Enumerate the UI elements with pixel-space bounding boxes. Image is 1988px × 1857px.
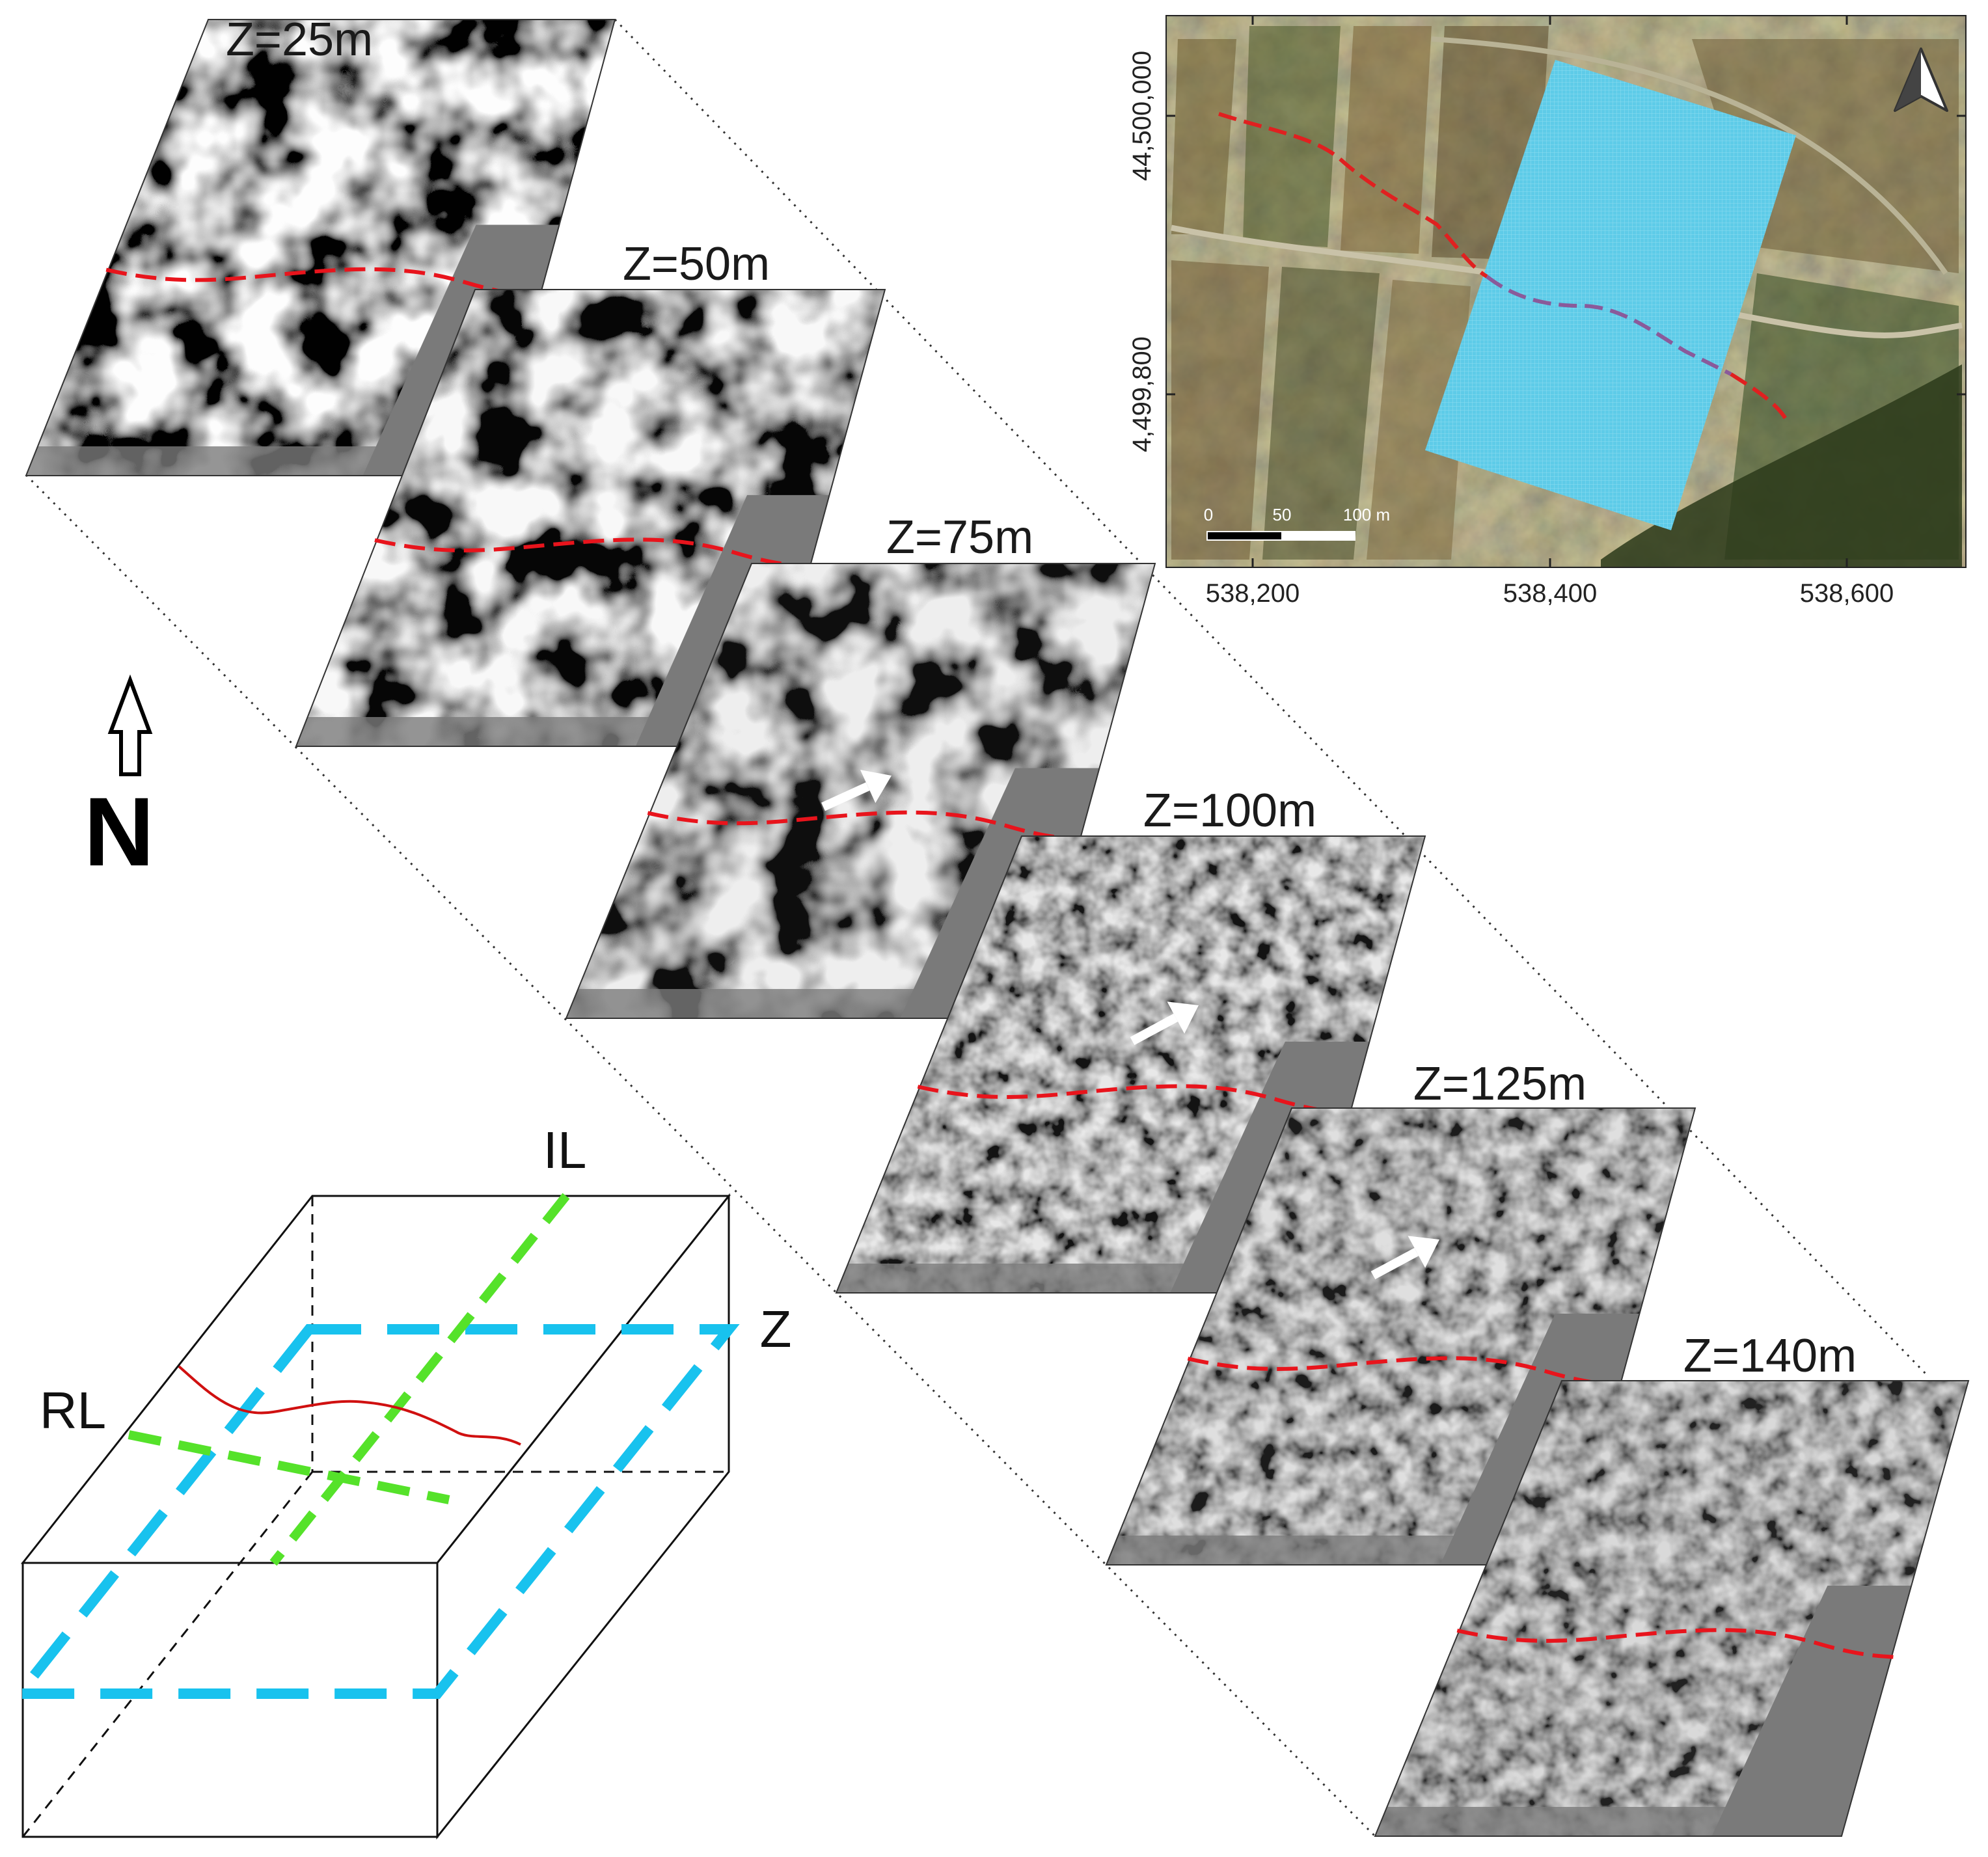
slice-bottom-band [296, 717, 770, 746]
road [1431, 36, 1948, 275]
depth-label: Z=140m [1683, 1330, 1857, 1382]
z-plane [8, 1324, 740, 1699]
slice-fault-trace [374, 537, 817, 570]
slice-bottom-band [1106, 1536, 1580, 1565]
arrow-shaft [821, 782, 870, 811]
slice-bottom-band [566, 989, 1040, 1018]
x-tick-label-2: 538,400 [1503, 579, 1598, 608]
arrow-shaft [1130, 1013, 1178, 1046]
x-tick-label-1: 538,200 [1206, 579, 1300, 608]
compass-arrow-icon [1894, 47, 1948, 112]
location-map: 0 50 100 m 44,500,000 4,499,800 538,200 … [1128, 15, 1967, 608]
depth-label: Z=25m [226, 14, 373, 66]
rl-line [128, 1430, 450, 1504]
rl-label: RL [40, 1381, 106, 1439]
slice-outline [1374, 1380, 1970, 1837]
map-fault-trace-under-survey [1486, 275, 1732, 376]
depth-label: Z=125m [1413, 1058, 1586, 1110]
y-tick-label-bottom: 4,499,800 [1128, 336, 1156, 452]
scale-bar: 0 50 100 m [1204, 505, 1390, 541]
arrow-head [1408, 1236, 1439, 1268]
map-fault-trace [1218, 112, 1488, 278]
il-line [269, 1193, 570, 1566]
depth-label: Z=75m [886, 511, 1033, 563]
depth-label: Z=50m [623, 238, 770, 290]
slice-bottom-band [836, 1264, 1310, 1293]
slice-fault-trace [1456, 1628, 1898, 1660]
arrow-head [1167, 1001, 1199, 1034]
arrow-head [860, 770, 892, 804]
z-label: Z [760, 1300, 792, 1358]
north-letter: N [84, 777, 154, 886]
x-tick-label-3: 538,600 [1800, 579, 1894, 608]
north-arrow-icon [107, 674, 153, 776]
feature-arrow-icon [1370, 1236, 1439, 1280]
slice-bottom-band [26, 446, 500, 476]
block-outline [20, 1193, 731, 1840]
slice-no-data-strip [1711, 1586, 1912, 1836]
arrow-shaft [1370, 1247, 1419, 1280]
il-label: IL [543, 1121, 587, 1179]
survey-area [1425, 60, 1796, 530]
feature-arrow-icon [821, 770, 892, 811]
block-diagram: IL RL Z [8, 1121, 792, 1840]
slice-bottom-band [1375, 1807, 1850, 1836]
guide-lines [25, 18, 1927, 1837]
map-ticks [1167, 16, 1965, 567]
scale-label-50: 50 [1273, 505, 1292, 524]
scale-label-100: 100 m [1343, 505, 1390, 524]
y-tick-label-top: 44,500,000 [1128, 51, 1156, 181]
feature-arrow-icon [1130, 1001, 1199, 1046]
north-indicator: N [84, 674, 154, 886]
block-fault-trace [178, 1365, 521, 1446]
depth-label: Z=100m [1143, 785, 1316, 837]
scale-label-0: 0 [1204, 505, 1213, 524]
